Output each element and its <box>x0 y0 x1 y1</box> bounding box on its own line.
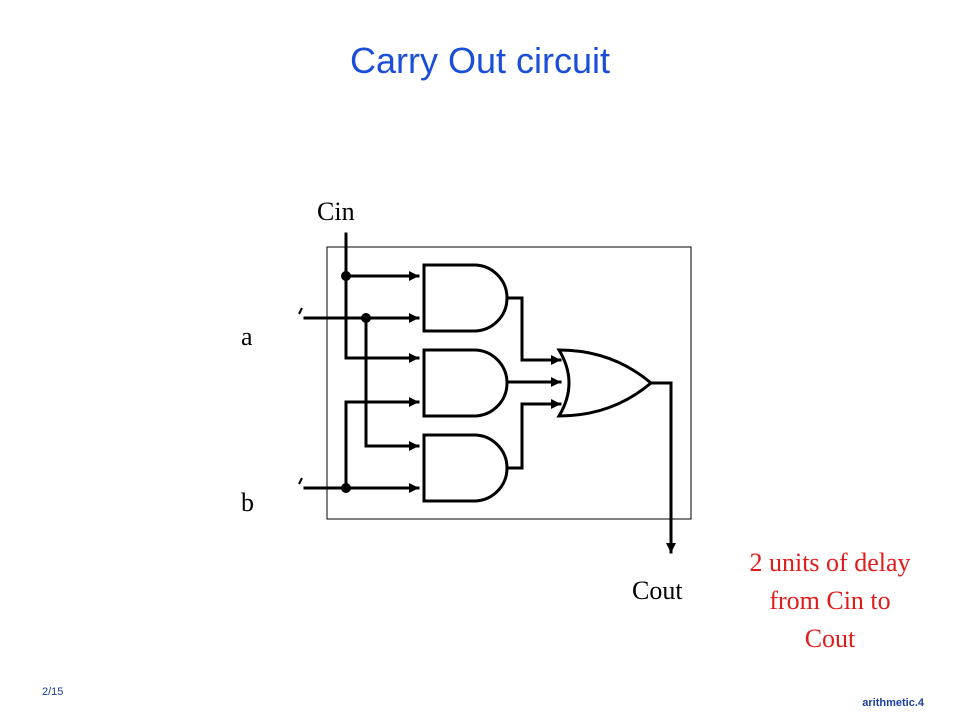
b-junction-dot <box>341 483 351 493</box>
circuit-boundary-box <box>326 246 692 520</box>
slide-title: Carry Out circuit <box>349 40 611 81</box>
delay-note-line-3: Cout <box>804 624 856 653</box>
cout-label: Cout <box>632 576 683 605</box>
cin-label: Cin <box>317 197 355 226</box>
and-gate-2 <box>422 348 509 418</box>
delay-note-line-2: from Cin to <box>769 586 891 615</box>
delay-note: 2 units of delay from Cin to Cout <box>700 544 960 658</box>
a-junction-dot <box>361 313 371 323</box>
gate1-to-or-wire <box>505 296 562 365</box>
a-input-tick <box>298 307 303 315</box>
footer-label: arithmetic.4 <box>862 697 924 709</box>
page-number: 2/15 <box>42 686 64 698</box>
and-gate-1 <box>422 263 509 333</box>
cout-wire <box>649 381 676 554</box>
delay-note-line-1: 2 units of delay <box>749 548 911 577</box>
or-gate <box>556 348 654 418</box>
gate3-to-or-wire <box>505 399 562 470</box>
and-gate-3 <box>422 433 509 503</box>
b-label: b <box>241 488 254 517</box>
cin-junction-dot <box>341 271 351 281</box>
b-input-tick <box>298 477 303 485</box>
a-label: a <box>241 322 253 351</box>
